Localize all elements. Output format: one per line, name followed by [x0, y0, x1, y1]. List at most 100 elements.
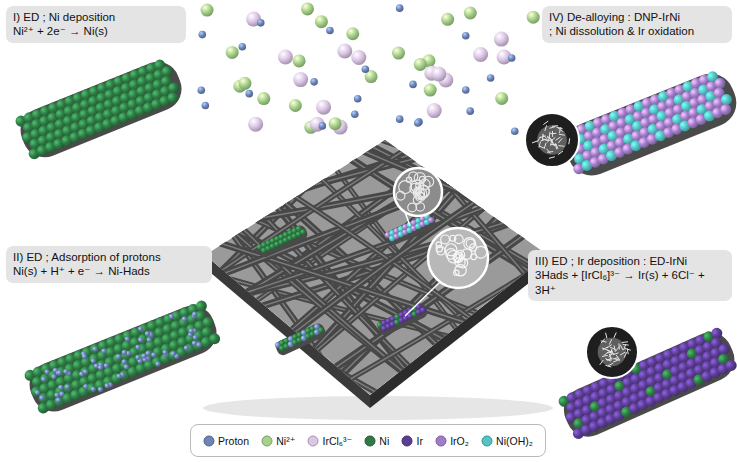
- atom-sphere: [299, 228, 307, 236]
- atom-sphere: [97, 364, 104, 371]
- wire-base: [14, 55, 188, 164]
- atom-sphere: [34, 389, 41, 396]
- wire-base: [376, 302, 429, 338]
- atom-sphere: [135, 344, 142, 351]
- ion: [315, 15, 328, 28]
- atom-sphere: [310, 78, 318, 86]
- ion: [414, 58, 427, 71]
- atom-sphere: [337, 43, 352, 58]
- ion: [301, 2, 314, 15]
- atom-sphere: [155, 361, 162, 368]
- atom-sphere: [162, 349, 169, 356]
- inset-disc: [428, 228, 488, 288]
- ion: [316, 100, 331, 115]
- atom-sphere: [202, 102, 210, 110]
- atom-sphere: [201, 4, 214, 17]
- atom-sphere: [511, 127, 519, 135]
- atom-sphere: [181, 316, 188, 323]
- atom-sphere: [495, 92, 508, 105]
- wire-base: [384, 212, 437, 248]
- texture-grain: [436, 246, 442, 252]
- fiber-highlight: [180, 89, 737, 315]
- atom-sphere: [54, 392, 61, 399]
- atom-sphere: [51, 373, 58, 380]
- step-heading: II) ED ; Adsorption of protons: [13, 250, 205, 264]
- legend-text: Proton: [218, 435, 249, 447]
- atom-sphere: [58, 384, 65, 391]
- ion: [245, 90, 253, 98]
- atom-sphere: [55, 397, 62, 404]
- step-heading: I) ED ; Ni deposition: [13, 10, 179, 24]
- atom-sphere: [135, 354, 142, 361]
- fiber-highlight: [236, 0, 657, 428]
- atom-sphere: [329, 117, 342, 130]
- legend-item: Ni(OH)₂: [481, 435, 533, 447]
- atom-sphere: [362, 65, 370, 73]
- wire-base: [23, 299, 223, 418]
- atom-sphere: [103, 362, 110, 369]
- atom-sphere: [719, 102, 733, 116]
- ion: [351, 50, 366, 65]
- atom-sphere: [90, 358, 97, 365]
- atom-sphere: [63, 368, 70, 375]
- texture-grain: [450, 235, 456, 241]
- atom-sphere: [115, 353, 122, 360]
- atom-sphere: [101, 348, 108, 355]
- atom-sphere: [293, 72, 308, 87]
- ion: [278, 49, 293, 64]
- sem-inset: [428, 228, 488, 288]
- atom-sphere: [170, 350, 177, 357]
- ion: [197, 86, 205, 94]
- ion: [201, 4, 214, 17]
- atom-sphere: [427, 216, 435, 224]
- atom-sphere: [441, 13, 454, 26]
- legend-swatch: [204, 436, 214, 446]
- legend-swatch-frame: [261, 435, 273, 447]
- atom-sphere: [354, 95, 362, 103]
- sem-texture: [549, 157, 555, 159]
- sem-texture: [614, 332, 616, 337]
- fiber-highlight: [230, 91, 737, 328]
- atom-sphere: [278, 49, 293, 64]
- atom-sphere: [462, 86, 470, 94]
- texture-grain: [466, 239, 474, 247]
- legend-item: IrCl₆³⁻: [307, 435, 352, 447]
- carbon-fiber: [272, 0, 737, 350]
- texture-grain: [408, 203, 417, 212]
- atom-sphere: [319, 122, 327, 130]
- atom-sphere: [431, 67, 446, 82]
- ion: [427, 103, 442, 118]
- wire-base: [558, 66, 737, 182]
- atom-sphere: [44, 369, 51, 376]
- atom-sphere: [301, 2, 314, 15]
- reaction-equation: Ni(s) + H⁺ + e⁻ → Ni-Hads: [13, 264, 205, 278]
- ion: [424, 84, 437, 97]
- ion: [326, 27, 334, 35]
- ion: [527, 11, 540, 24]
- atom-sphere: [487, 74, 495, 82]
- legend-text: Ir: [416, 435, 422, 447]
- legend-swatch: [365, 436, 375, 446]
- sem-disc: [525, 113, 579, 167]
- texture-grain: [446, 249, 457, 260]
- atom-sphere: [419, 306, 427, 314]
- ion: [494, 32, 509, 47]
- step-label-box: IV) De-alloying : DNP-IrNi; Ni dissoluti…: [542, 6, 732, 43]
- ion: [511, 127, 519, 135]
- texture-grain: [411, 180, 424, 193]
- atom-sphere: [81, 353, 88, 360]
- atom-sphere: [92, 346, 99, 353]
- ion: [248, 117, 263, 132]
- atom-sphere: [414, 119, 422, 127]
- atom-sphere: [40, 376, 47, 383]
- legend-text: Ni: [379, 435, 389, 447]
- legend-swatch: [436, 436, 446, 446]
- atom-sphere: [409, 81, 417, 89]
- carbon-fiber: [20, 58, 552, 413]
- atom-sphere: [351, 111, 359, 119]
- atom-sphere: [466, 107, 474, 115]
- atom-sphere: [183, 345, 190, 352]
- nanowire: [23, 299, 223, 418]
